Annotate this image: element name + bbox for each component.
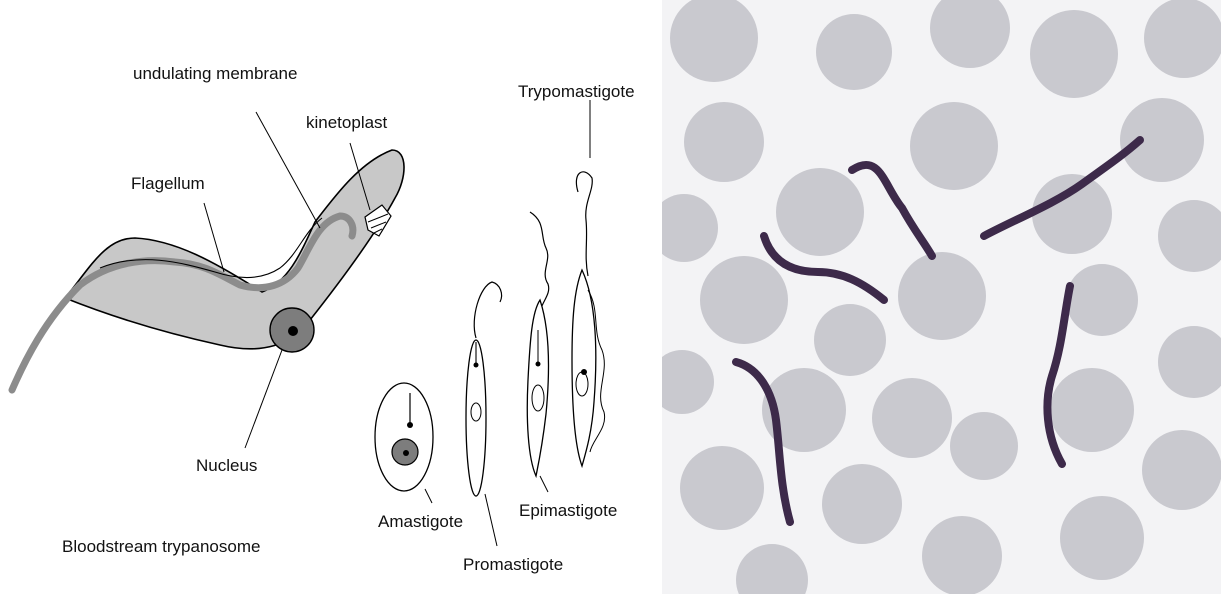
red-blood-cell [1120,98,1204,182]
nucleus-pointer [245,350,282,448]
red-blood-cell [684,102,764,182]
red-blood-cell [1066,264,1138,336]
red-blood-cell [1142,430,1221,510]
trypomastigote-flagellum [576,172,592,276]
red-blood-cell [1030,10,1118,98]
amastigote-body [375,383,433,491]
red-blood-cell [816,14,892,90]
red-blood-cell [922,516,1002,594]
label-nucleus: Nucleus [196,456,257,475]
red-blood-cell [776,168,864,256]
label-bloodstream-trypanosome: Bloodstream trypanosome [62,537,260,556]
promastigote-flagellum [474,282,501,338]
red-blood-cell [1050,368,1134,452]
promastigote-drawing [466,282,502,546]
epimastigote-pointer [540,476,548,492]
red-blood-cell [700,256,788,344]
red-blood-cell [872,378,952,458]
red-blood-cell [898,252,986,340]
epimastigote-drawing [527,212,548,492]
bloodstream-trypanosome-drawing [12,150,404,390]
nucleolus-dot [288,326,298,336]
label-kinetoplast: kinetoplast [306,113,388,132]
red-blood-cell [822,464,902,544]
trypanosome-body [65,150,404,349]
label-undulating-membrane: undulating membrane [133,64,297,83]
red-blood-cell [950,412,1018,480]
promastigote-pointer [485,494,497,546]
trypanosome-diagram: undulating membrane kinetoplast Flagellu… [0,0,660,594]
blood-smear-micrograph [662,0,1221,594]
amastigote-drawing [375,383,433,503]
red-blood-cell [1060,496,1144,580]
label-promastigote: Promastigote [463,555,563,574]
label-flagellum: Flagellum [131,174,205,193]
red-blood-cell [680,446,764,530]
trypanosome-diagram-panel: undulating membrane kinetoplast Flagellu… [0,0,660,594]
trypomastigote-drawing [572,100,605,466]
red-blood-cell [910,102,998,190]
label-epimastigote: Epimastigote [519,501,617,520]
red-blood-cell [814,304,886,376]
micrograph-image [662,0,1221,594]
epimastigote-body [527,300,548,476]
label-trypomastigote: Trypomastigote [518,82,635,101]
amastigote-kinetoplast [407,422,413,428]
amastigote-pointer [425,489,432,503]
label-amastigote: Amastigote [378,512,463,531]
